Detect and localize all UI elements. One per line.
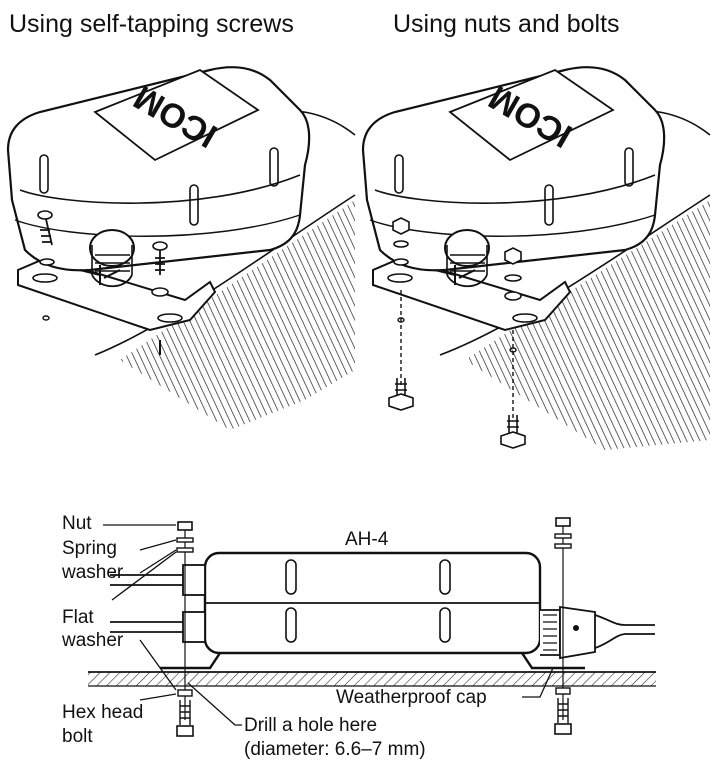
label-flat-washer-2: washer [62,630,124,651]
nut-stack-right [504,247,522,420]
title-nuts-and-bolts: Using nuts and bolts [393,10,620,38]
nuts-bolts-illustration: ICOM [361,66,711,450]
label-hex-bolt-1: Hex head [62,702,144,723]
bolt-assembly-left [176,521,194,737]
side-view-illustration [88,517,656,737]
label-hex-bolt-2: bolt [62,726,93,747]
label-spring-washer-2: washer [62,562,124,583]
nut-stack-left [392,217,410,385]
label-spring-washer-1: Spring [62,538,117,559]
hex-bolt-right [500,415,526,449]
leader-lines [103,524,554,726]
label-drill-hole-2: (diameter: 6.6–7 mm) [244,739,426,760]
antenna-connector [79,229,135,288]
antenna-connector [434,229,490,288]
self-tapping-screw-right [151,241,169,355]
title-self-tapping-screws: Using self-tapping screws [9,10,294,38]
hex-bolt-left [388,378,414,411]
self-tapping-illustration: ICOM [6,66,356,430]
label-flat-washer-1: Flat [62,607,94,628]
icom-plate [93,68,260,162]
label-weatherproof-cap: Weatherproof cap [336,687,487,708]
ground-surface [88,672,656,686]
label-drill-hole-1: Drill a hole here [244,715,378,736]
self-tapping-screw-left [37,210,55,321]
weatherproof-cap [540,605,655,660]
label-nut: Nut [62,513,92,534]
mounting-surface [465,200,710,450]
mounting-surface [120,200,355,430]
label-model: AH-4 [345,529,389,550]
icom-plate [448,68,615,162]
bolt-assembly-right [554,517,572,735]
